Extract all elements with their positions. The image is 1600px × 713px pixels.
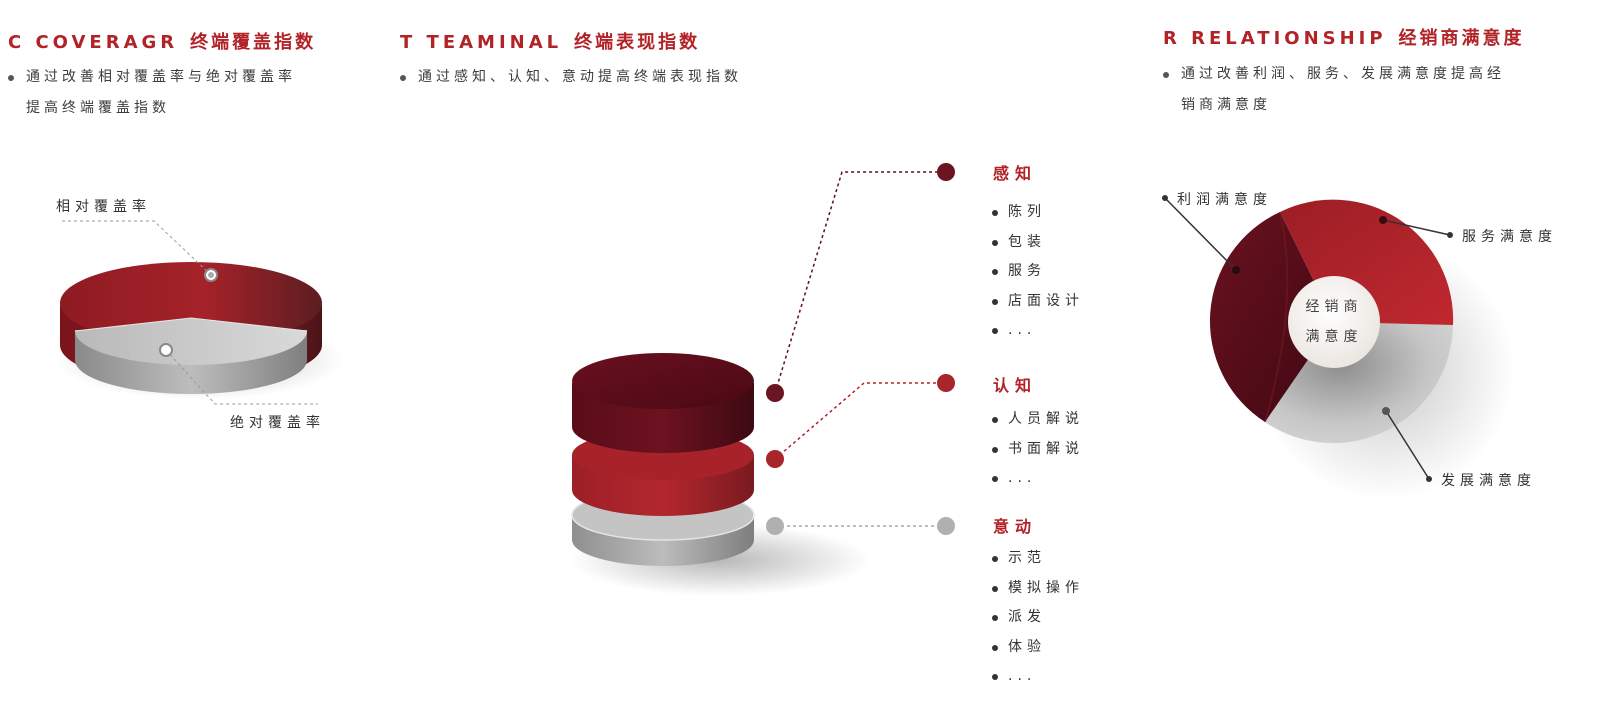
list-item: 体验 bbox=[990, 633, 1084, 663]
leader-service bbox=[1382, 219, 1451, 236]
dot-stack-cognition bbox=[766, 450, 784, 468]
dot-stack-perception bbox=[766, 384, 784, 402]
list-item: ... bbox=[990, 464, 1084, 494]
coverage-title: C COVERAGR 终端覆盖指数 bbox=[8, 28, 316, 54]
dot-conation bbox=[937, 517, 955, 535]
list-item: 人员解说 bbox=[990, 405, 1084, 435]
absolute-marker bbox=[159, 343, 173, 357]
list-item: 派发 bbox=[990, 603, 1084, 633]
coverage-description: 通过改善相对覆盖率与绝对覆盖率 提高终端覆盖指数 bbox=[8, 62, 296, 124]
coverage-desc-line-1: 通过改善相对覆盖率与绝对覆盖率 bbox=[8, 62, 296, 93]
label-development-satisfaction: 发展满意度 bbox=[1441, 473, 1536, 489]
list-item: 服务 bbox=[990, 257, 1084, 287]
leader-development bbox=[1385, 410, 1430, 480]
category-conation-list: 示范 模拟操作 派发 体验 ... bbox=[990, 544, 1084, 692]
terminal-desc-line: 通过感知、认知、意动提高终端表现指数 bbox=[400, 62, 742, 93]
list-item: 包装 bbox=[990, 228, 1084, 258]
relationship-title-cn: 经销商满意度 bbox=[1398, 28, 1525, 49]
category-perception-title: 感知 bbox=[993, 164, 1038, 183]
category-perception-list: 陈列 包装 服务 店面设计 ... bbox=[990, 198, 1084, 346]
category-cognition-title: 认知 bbox=[993, 376, 1038, 395]
terminal-title-en: T TEAMINAL bbox=[400, 32, 563, 53]
relationship-desc-line-2: 销商满意度 bbox=[1181, 97, 1271, 113]
relative-leader-line bbox=[62, 220, 212, 276]
list-item: 陈列 bbox=[990, 198, 1084, 228]
list-item: 模拟操作 bbox=[990, 574, 1084, 604]
coverage-gray-top bbox=[75, 318, 307, 365]
pie-segment-development bbox=[1265, 322, 1453, 444]
terminal-description: 通过感知、认知、意动提高终端表现指数 bbox=[400, 62, 742, 93]
dot-stack-conation bbox=[766, 517, 784, 535]
category-conation-title: 意动 bbox=[993, 517, 1038, 536]
list-item: ... bbox=[990, 316, 1084, 346]
coverage-title-cn: 终端覆盖指数 bbox=[190, 32, 317, 53]
dot-cognition bbox=[937, 374, 955, 392]
dot-perception bbox=[937, 163, 955, 181]
pie-segment-profit bbox=[1209, 212, 1334, 422]
label-absolute-coverage: 绝对覆盖率 bbox=[230, 415, 325, 431]
relationship-desc-line-1: 通过改善利润、服务、发展满意度提高经 bbox=[1163, 59, 1505, 90]
terminal-title-cn: 终端表现指数 bbox=[574, 32, 701, 53]
connector-perception bbox=[774, 171, 946, 394]
relationship-title: R RELATIONSHIP 经销商满意度 bbox=[1163, 24, 1525, 50]
coverage-red-top bbox=[60, 262, 322, 344]
relationship-description: 通过改善利润、服务、发展满意度提高经 销商满意度 bbox=[1163, 59, 1505, 121]
label-profit-satisfaction: 利润满意度 bbox=[1177, 192, 1272, 208]
pie-center bbox=[1288, 276, 1380, 368]
absolute-leader-line bbox=[165, 349, 318, 405]
coverage-desc-line-2: 提高终端覆盖指数 bbox=[26, 100, 170, 116]
coverage-title-en: C COVERAGR bbox=[8, 32, 179, 53]
list-item: 示范 bbox=[990, 544, 1084, 574]
list-item: ... bbox=[990, 662, 1084, 692]
leader-profit bbox=[1164, 197, 1237, 271]
list-item: 书面解说 bbox=[990, 435, 1084, 465]
list-item: 店面设计 bbox=[990, 287, 1084, 317]
coverage-disc-chart bbox=[55, 220, 345, 405]
relationship-title-en: R RELATIONSHIP bbox=[1163, 28, 1387, 49]
pie-center-line-2: 满意度 bbox=[1305, 329, 1363, 345]
pie-center-line-1: 经销商 bbox=[1305, 299, 1363, 315]
category-cognition-list: 人员解说 书面解说 ... bbox=[990, 405, 1084, 494]
terminal-title: T TEAMINAL 终端表现指数 bbox=[400, 28, 700, 54]
label-service-satisfaction: 服务满意度 bbox=[1462, 229, 1557, 245]
pie-center-label: 经销商 满意度 bbox=[1288, 292, 1380, 352]
label-relative-coverage: 相对覆盖率 bbox=[56, 199, 151, 215]
